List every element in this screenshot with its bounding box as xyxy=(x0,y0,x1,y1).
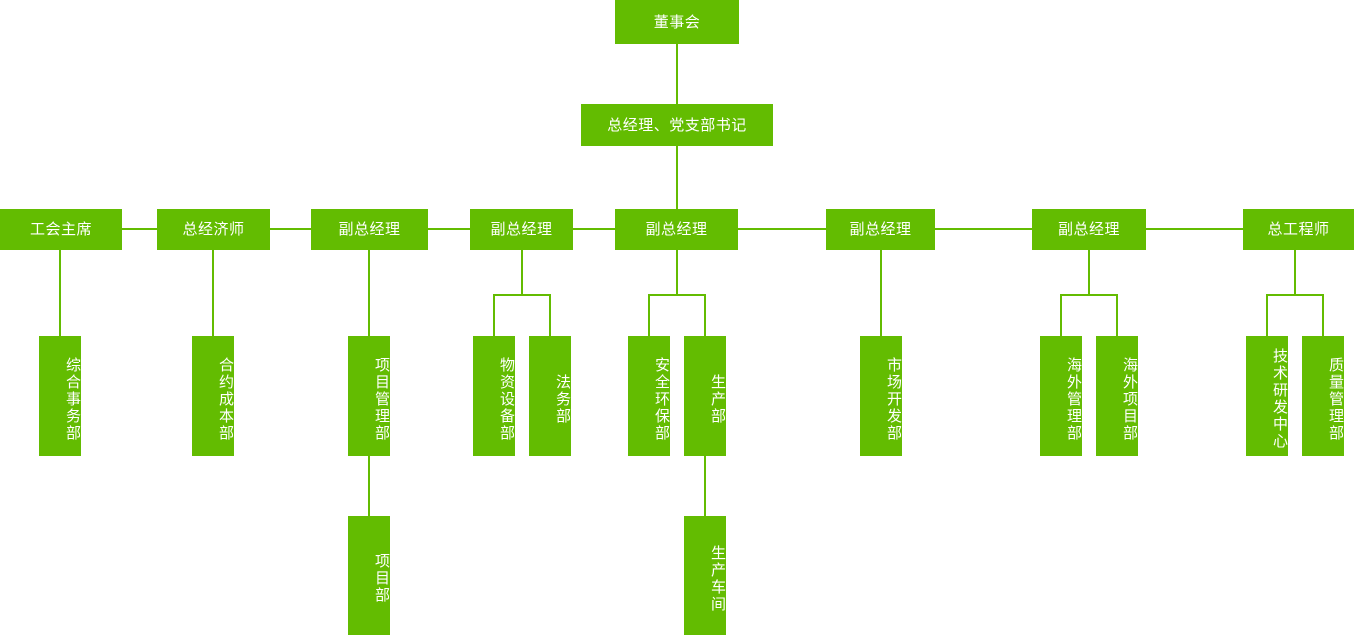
edge-deputy5-to-overseas-management xyxy=(1060,294,1062,336)
node-chief-economist[interactable]: 总经济师 xyxy=(157,209,270,250)
edge-bus-deputy3-to-deputy4 xyxy=(738,228,826,230)
node-general-manager[interactable]: 总经理、党支部书记 xyxy=(581,104,773,146)
node-deputy-gm-2[interactable]: 副总经理 xyxy=(470,209,573,250)
edge-bus-deputy4-to-deputy5 xyxy=(935,228,1032,230)
edge-bus-deputy1-to-deputy2 xyxy=(428,228,470,230)
edge-gm-to-bus xyxy=(676,146,678,209)
edge-bus-union-to-economist xyxy=(122,228,157,230)
node-union-chair[interactable]: 工会主席 xyxy=(0,209,122,250)
node-deputy-gm-3[interactable]: 副总经理 xyxy=(615,209,738,250)
edge-project-management-to-project-dept xyxy=(368,456,370,516)
node-deputy-gm-5[interactable]: 副总经理 xyxy=(1032,209,1146,250)
node-contract-cost[interactable]: 合约成本部 xyxy=(192,336,235,456)
edge-bus-deputy5-to-engineer xyxy=(1146,228,1243,230)
node-general-affairs[interactable]: 综合事务部 xyxy=(39,336,82,456)
edge-engineer-stem xyxy=(1294,250,1296,295)
edge-deputy1-to-project-management xyxy=(368,250,370,336)
edge-deputy3-to-safety xyxy=(648,294,650,336)
edge-engineer-to-tech-rd xyxy=(1266,294,1268,336)
edge-deputy4-to-market xyxy=(880,250,882,336)
edge-deputy2-to-materials xyxy=(493,294,495,336)
node-deputy-gm-1[interactable]: 副总经理 xyxy=(311,209,428,250)
edge-bus-economist-to-deputy1 xyxy=(270,228,311,230)
node-materials-equipment[interactable]: 物资设备部 xyxy=(473,336,516,456)
node-legal-affairs[interactable]: 法务部 xyxy=(529,336,572,456)
edge-deputy5-bar xyxy=(1060,294,1117,296)
node-deputy-gm-4[interactable]: 副总经理 xyxy=(826,209,935,250)
edge-deputy3-stem xyxy=(676,250,678,295)
node-project-management[interactable]: 项目管理部 xyxy=(348,336,391,456)
edge-engineer-to-quality xyxy=(1322,294,1324,336)
node-safety-environment[interactable]: 安全环保部 xyxy=(628,336,671,456)
node-production-workshop[interactable]: 生产车间 xyxy=(684,516,727,635)
edge-deputy3-bar xyxy=(648,294,705,296)
edge-deputy3-to-production xyxy=(704,294,706,336)
edge-deputy5-to-overseas-project xyxy=(1116,294,1118,336)
node-board[interactable]: 董事会 xyxy=(615,0,739,44)
edge-deputy5-stem xyxy=(1088,250,1090,295)
edge-economist-to-contract-cost xyxy=(212,250,214,336)
edge-deputy2-to-legal xyxy=(549,294,551,336)
edge-bus-deputy2-to-deputy3 xyxy=(573,228,615,230)
node-project-dept[interactable]: 项目部 xyxy=(348,516,391,635)
node-tech-rd-center[interactable]: 技术研发中心 xyxy=(1246,336,1289,456)
node-overseas-management[interactable]: 海外管理部 xyxy=(1040,336,1083,456)
edge-deputy2-bar xyxy=(493,294,550,296)
edge-union-to-general-affairs xyxy=(59,250,61,336)
node-overseas-project[interactable]: 海外项目部 xyxy=(1096,336,1139,456)
edge-deputy2-stem xyxy=(521,250,523,295)
edge-production-to-workshop xyxy=(704,456,706,516)
node-market-development[interactable]: 市场开发部 xyxy=(860,336,903,456)
node-chief-engineer[interactable]: 总工程师 xyxy=(1243,209,1354,250)
edge-board-to-gm xyxy=(676,44,678,104)
edge-engineer-bar xyxy=(1266,294,1323,296)
node-production[interactable]: 生产部 xyxy=(684,336,727,456)
node-quality-management[interactable]: 质量管理部 xyxy=(1302,336,1345,456)
